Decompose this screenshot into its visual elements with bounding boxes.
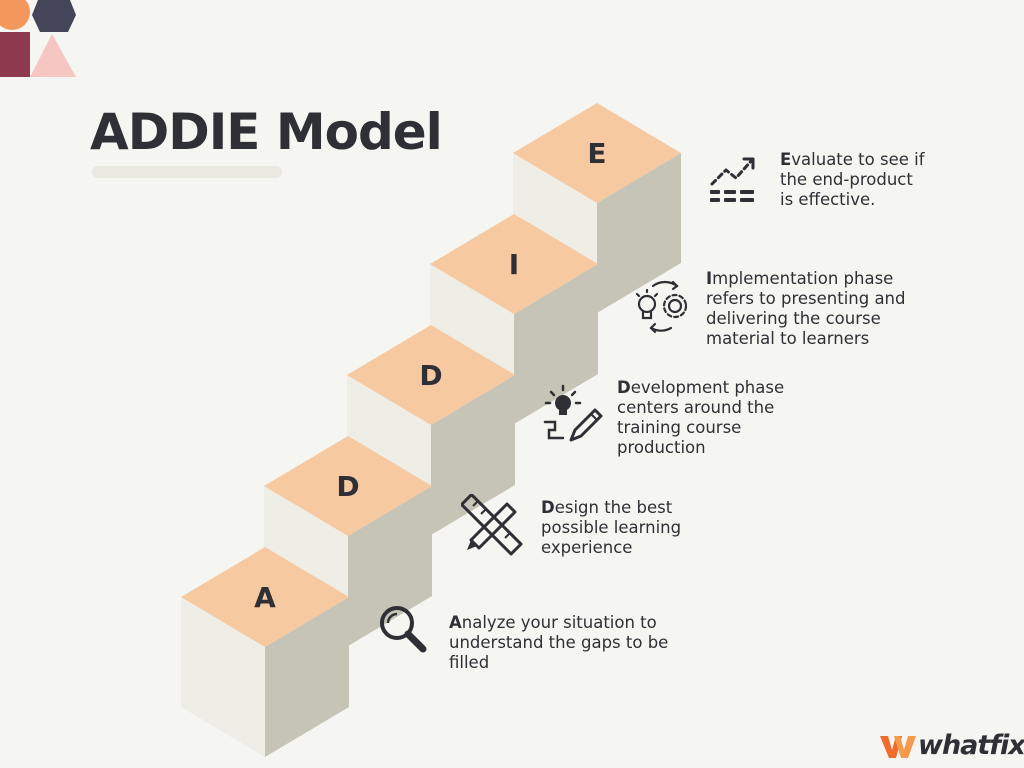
step-right-face: [431, 375, 515, 535]
desc-line: centers around the: [617, 398, 775, 417]
step-initial: I: [706, 269, 713, 288]
step-cube: A: [181, 547, 349, 757]
desc-line: delivering the course: [706, 309, 881, 328]
step-letter: I: [509, 248, 519, 281]
step-initial: A: [449, 613, 462, 632]
step-cube: D: [347, 325, 515, 535]
step-top-face: [181, 547, 349, 647]
step-top-face: [264, 436, 432, 536]
desc-line: the end-product: [780, 170, 913, 189]
desc-line: experience: [541, 538, 633, 557]
step-letter: D: [419, 359, 442, 392]
desc-line: nalyze your situation to: [461, 613, 657, 632]
step-initial: E: [780, 150, 792, 169]
desc-line: mplementation phase: [712, 269, 894, 288]
decorative-corner-shapes: [0, 0, 76, 77]
title-underline: [92, 166, 282, 178]
desc-line: evelopment phase: [630, 378, 785, 397]
logo-text: whatfix: [918, 729, 1024, 761]
desc-line: filled: [449, 653, 490, 672]
ruler-pencil-icon: [461, 494, 523, 556]
desc-line: possible learning: [541, 518, 682, 537]
decorative-circle: [0, 0, 30, 30]
step-initial: D: [617, 378, 631, 397]
decorative-triangle: [30, 34, 76, 77]
desc-line: training course: [617, 418, 742, 437]
whatfix-logo: whatfix: [880, 728, 1024, 762]
lightbulb-pencil-icon: [543, 384, 603, 442]
desc-line: is effective.: [780, 190, 876, 209]
lightbulb-gear-cycle-icon: [635, 280, 688, 334]
desc-line: valuate to see if: [791, 150, 925, 169]
step-right-face: [597, 153, 681, 313]
magnifier-icon: [380, 606, 427, 653]
step-right-face: [514, 264, 598, 424]
decorative-square: [0, 32, 30, 77]
desc-line: refers to presenting and: [706, 289, 906, 308]
step-left-face: [181, 597, 265, 757]
step-description-evaluate: Evaluate to see if the end-product is ef…: [780, 150, 980, 210]
step-description-implementation: Implementation phase refers to presentin…: [706, 269, 946, 349]
step-description-design: Design the best possible learning experi…: [541, 498, 741, 558]
step-right-face: [265, 597, 349, 757]
step-letter: E: [587, 137, 606, 170]
decorative-hexagon: [32, 0, 76, 32]
desc-line: understand the gaps to be: [449, 633, 669, 652]
desc-line: production: [617, 438, 706, 457]
step-letter: A: [254, 581, 276, 614]
step-top-face: [513, 103, 681, 203]
step-top-face: [430, 214, 598, 314]
whatfix-w-icon: [880, 736, 916, 758]
step-description-development: Development phase centers around the tra…: [617, 378, 817, 458]
desc-line: esign the best: [554, 498, 673, 517]
step-top-face: [347, 325, 515, 425]
step-right-face: [348, 486, 432, 646]
step-description-analyze: Analyze your situation to understand the…: [449, 613, 709, 673]
page-title: ADDIE Model: [90, 103, 443, 161]
desc-line: material to learners: [706, 329, 870, 348]
step-letter: D: [336, 470, 359, 503]
step-initial: D: [541, 498, 555, 517]
trend-chart-icon: [710, 157, 755, 202]
